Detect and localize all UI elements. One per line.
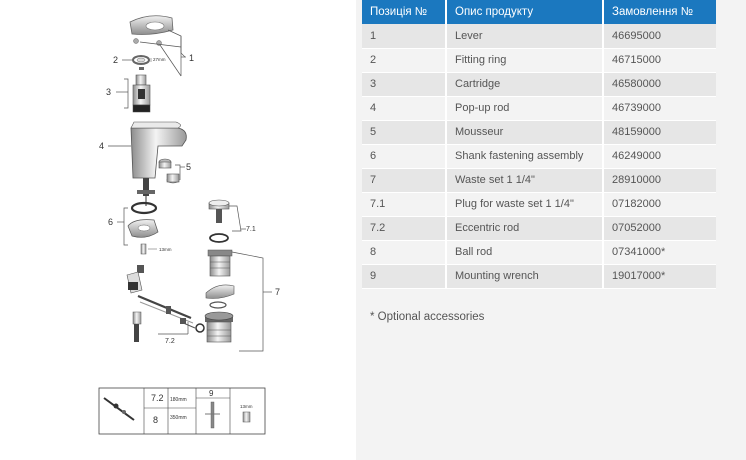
callout-6: 6 [108,217,113,227]
callout-7-2: 7.2 [165,338,175,345]
parts-diagram-svg: 1 2 27mm 3 4 [98,15,280,435]
waste-set-part [180,199,235,343]
cell-description: Pop-up rod [446,96,604,121]
callout-3: 3 [106,87,111,97]
parts-list-panel: Позиція № Опис продукту Замовлення № 1 L… [356,0,746,460]
header-position: Позиція № [362,0,447,24]
mousseur-part [158,158,180,184]
cell-position: 4 [362,96,447,121]
table-row: 3 Cartridge 46580000 [362,72,716,97]
table-row: 7.2 Eccentric rod 07052000 [362,216,716,241]
flexible-hoses-part [126,271,194,342]
table-row: 7 Waste set 1 1/4" 28910000 [362,168,716,193]
shank-fastening-part [127,201,159,255]
cartridge-part [132,74,151,113]
cell-description: Cartridge [446,72,604,97]
cell-position: 7.1 [362,192,447,217]
faucet-body-part [130,121,187,206]
cell-position: 3 [362,72,447,97]
cell-position: 7.2 [362,216,447,241]
header-description: Опис продукту [446,0,604,24]
table-row: 6 Shank fastening assembly 46249000 [362,144,716,169]
ring-width-label: 27mm [153,57,166,62]
fitting-ring-part [132,55,150,65]
table-row: 8 Ball rod 07341000* [362,240,716,265]
accessories-legend-box: 7.2 8 180mm 350mm 9 13mm [98,387,266,435]
table-row: 1 Lever 46695000 [362,24,716,49]
cell-position: 5 [362,120,447,145]
lever-part [129,15,174,46]
table-row: 7.1 Plug for waste set 1 1/4" 07182000 [362,192,716,217]
legend-rod-length-top: 180mm [170,397,187,403]
cell-position: 1 [362,24,447,49]
cell-description: Mounting wrench [446,264,604,289]
callout-2: 2 [113,55,118,65]
table-row: 5 Mousseur 48159000 [362,120,716,145]
cell-description: Eccentric rod [446,216,604,241]
legend-rod-label-top: 7.2 [151,393,164,403]
callout-4: 4 [99,141,104,151]
callout-7: 7 [275,287,280,297]
cell-position: 6 [362,144,447,169]
legend-wrench-label: 9 [209,389,214,398]
cell-position: 9 [362,264,447,289]
legend-rod-label-bottom: 8 [153,415,158,425]
cell-order-number: 07341000* [603,240,716,265]
cell-description: Waste set 1 1/4" [446,168,604,193]
cell-description: Fitting ring [446,48,604,73]
cell-order-number: 46249000 [603,144,716,169]
parts-table: Позиція № Опис продукту Замовлення № 1 L… [362,0,716,289]
legend-part-size: 13mm [240,404,253,409]
cell-order-number: 48159000 [603,120,716,145]
cell-description: Lever [446,24,604,49]
cell-order-number: 46580000 [603,72,716,97]
callout-7-1: 7.1 [246,226,256,233]
shank-width-label: 13mm [159,247,172,252]
cell-order-number: 28910000 [603,168,716,193]
cell-description: Mousseur [446,120,604,145]
cell-position: 8 [362,240,447,265]
cell-description: Ball rod [446,240,604,265]
callout-1: 1 [189,53,194,63]
cell-description: Plug for waste set 1 1/4" [446,192,604,217]
legend-rod-length-bottom: 350mm [170,415,187,421]
callout-5: 5 [186,162,191,172]
cell-order-number: 46715000 [603,48,716,73]
header-order-number: Замовлення № [603,0,716,24]
cell-order-number: 46695000 [603,24,716,49]
cell-order-number: 46739000 [603,96,716,121]
mounting-wrench-icon [205,401,220,429]
cell-description: Shank fastening assembly [446,144,604,169]
table-header-row: Позиція № Опис продукту Замовлення № [362,0,716,24]
cell-order-number: 07182000 [603,192,716,217]
cell-order-number: 19017000* [603,264,716,289]
cell-position: 7 [362,168,447,193]
exploded-parts-diagram: 1 2 27mm 3 4 [0,0,356,460]
cell-position: 2 [362,48,447,73]
cell-order-number: 07052000 [603,216,716,241]
table-row: 9 Mounting wrench 19017000* [362,264,716,289]
optional-accessories-footnote: * Optional accessories [370,311,485,323]
table-row: 4 Pop-up rod 46739000 [362,96,716,121]
table-row: 2 Fitting ring 46715000 [362,48,716,73]
